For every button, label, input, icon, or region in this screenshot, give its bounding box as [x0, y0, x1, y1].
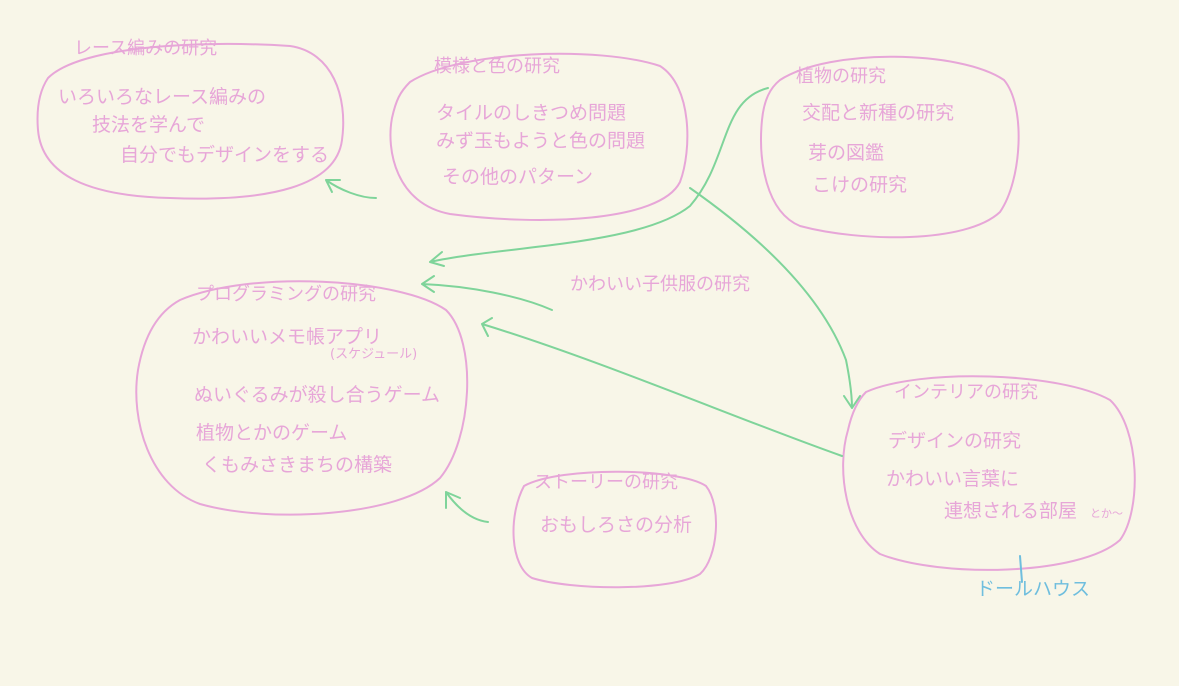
floating-label-kids-clothes: かわいい子供服の研究	[570, 274, 750, 295]
lace-item-3: 自分でもデザインをする	[120, 144, 330, 166]
interior-cluster-outline	[842, 375, 1136, 571]
plants-item-2: 芽の図鑑	[808, 142, 885, 164]
pattern-cluster-outline	[389, 52, 689, 221]
cluster-title-interior: インテリアの研究	[894, 382, 1038, 403]
interior-item-2: かわいい言葉に	[886, 468, 1020, 490]
arrow-pattern-to-interior	[689, 187, 861, 409]
interior-item-4: とか〜	[1090, 507, 1123, 520]
lace-item-2: 技法を学んで	[92, 114, 206, 136]
story-item-1: おもしろさの分析	[540, 514, 693, 536]
arrow-dress-to-programming	[421, 275, 553, 311]
plants-item-3: こけの研究	[812, 174, 908, 196]
programming-cluster-outline	[135, 280, 469, 516]
cluster-title-pattern: 模様と色の研究	[434, 56, 560, 77]
interior-item-3: 連想される部屋	[944, 500, 1078, 522]
pattern-item-3: その他のパターン	[442, 166, 594, 188]
cluster-title-plants: 植物の研究	[796, 66, 886, 87]
programming-item-1-note: (スケジュール)	[330, 347, 418, 362]
annotation-dollhouse: ドールハウス	[976, 578, 1091, 600]
programming-item-1: かわいいメモ帳アプリ	[192, 326, 383, 348]
pattern-item-1: タイルのしきつめ問題	[436, 102, 627, 124]
pattern-item-2: みず玉もようと色の問題	[436, 130, 646, 152]
arrow-story-to-programming	[445, 491, 489, 523]
cluster-title-story: ストーリーの研究	[534, 472, 678, 493]
plants-cluster-outline	[760, 55, 1020, 239]
annotation-tick	[1019, 555, 1023, 583]
plants-item-1: 交配と新種の研究	[802, 102, 955, 124]
arrow-interior-to-programming	[481, 317, 843, 457]
programming-item-2: ぬいぐるみが殺し合うゲーム	[194, 384, 441, 406]
lace-cluster-outline	[36, 42, 345, 200]
lace-item-1: いろいろなレース編みの	[58, 86, 267, 108]
arrow-plants-to-programming	[429, 87, 769, 267]
cluster-title-programming: プログラミングの研究	[196, 284, 376, 305]
programming-item-3: 植物とかのゲーム	[196, 422, 348, 444]
programming-item-4: くもみさきまちの構築	[202, 454, 393, 476]
interior-item-1: デザインの研究	[888, 430, 1022, 452]
cluster-title-lace: レース編みの研究	[74, 38, 218, 59]
story-cluster-outline	[512, 470, 717, 589]
arrow-pattern-to-lace	[325, 179, 377, 199]
